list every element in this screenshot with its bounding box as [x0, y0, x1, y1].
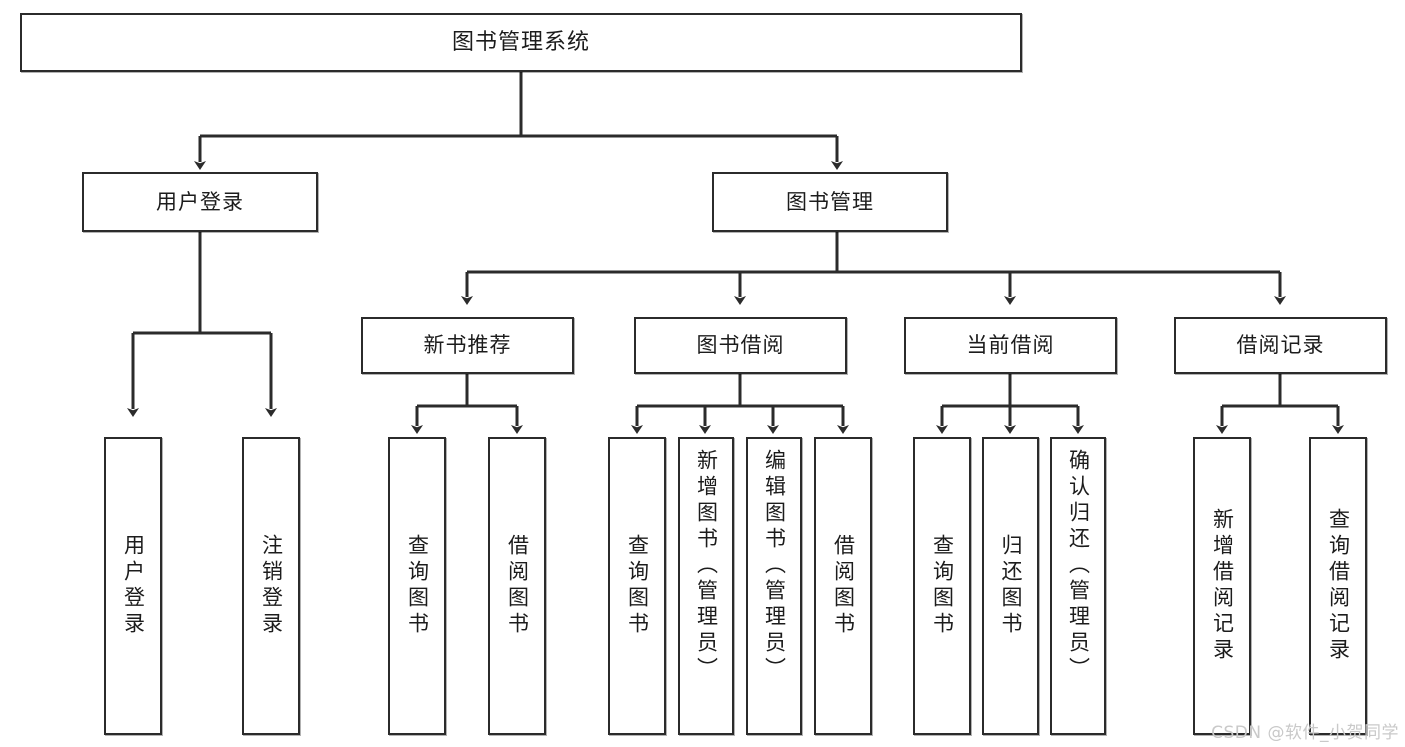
node-label: 注销登录: [259, 534, 284, 638]
node-label: 借阅图书: [505, 534, 530, 638]
leaf-user-login[interactable]: 用户登录: [104, 437, 162, 735]
node-current-borrow[interactable]: 当前借阅: [904, 317, 1117, 374]
leaf-recommend-borrow-book[interactable]: 借阅图书: [488, 437, 546, 735]
node-label: 图书借阅: [696, 333, 785, 358]
node-label: 借阅图书: [831, 534, 856, 638]
node-label: 用户登录: [121, 534, 146, 638]
node-book-management[interactable]: 图书管理: [712, 172, 948, 232]
node-borrow-record[interactable]: 借阅记录: [1174, 317, 1387, 374]
node-label: 归还图书: [999, 534, 1023, 638]
leaf-borrow-query-book[interactable]: 查询图书: [608, 437, 666, 735]
node-label: 查询图书: [405, 534, 430, 638]
node-root-book-management-system[interactable]: 图书管理系统: [20, 13, 1022, 72]
node-label: 当前借阅: [966, 333, 1055, 358]
node-label: 查询借阅记录: [1326, 508, 1351, 664]
watermark-csdn: CSDN @软件_小贺同学: [1211, 723, 1399, 743]
node-label: 新书推荐: [423, 333, 512, 358]
node-user-login[interactable]: 用户登录: [82, 172, 318, 232]
leaf-current-confirm-return-admin[interactable]: 确认归还（管理员）: [1050, 437, 1106, 735]
node-label: 图书管理: [786, 189, 874, 214]
leaf-borrow-borrow-book[interactable]: 借阅图书: [814, 437, 872, 735]
leaf-borrow-add-book-admin[interactable]: 新增图书（管理员）: [678, 437, 734, 735]
node-label: 确认归还（管理员）: [1066, 449, 1091, 683]
leaf-recommend-query-book[interactable]: 查询图书: [388, 437, 446, 735]
node-label: 借阅记录: [1236, 333, 1325, 358]
leaf-borrow-edit-book-admin[interactable]: 编辑图书（管理员）: [746, 437, 802, 735]
leaf-user-logout[interactable]: 注销登录: [242, 437, 300, 735]
leaf-record-add-borrow-record[interactable]: 新增借阅记录: [1193, 437, 1251, 735]
node-label: 新增借阅记录: [1210, 508, 1235, 664]
node-label: 编辑图书（管理员）: [762, 449, 787, 683]
node-label: 新增图书（管理员）: [694, 449, 719, 683]
node-label: 用户登录: [156, 189, 244, 214]
leaf-record-query-borrow-record[interactable]: 查询借阅记录: [1309, 437, 1367, 735]
node-new-book-recommend[interactable]: 新书推荐: [361, 317, 574, 374]
leaf-current-return-book[interactable]: 归还图书: [982, 437, 1039, 735]
leaf-current-query-book[interactable]: 查询图书: [913, 437, 971, 735]
node-book-borrow[interactable]: 图书借阅: [634, 317, 847, 374]
node-label: 图书管理系统: [451, 29, 590, 55]
node-label: 查询图书: [625, 534, 650, 638]
node-label: 查询图书: [930, 534, 955, 638]
